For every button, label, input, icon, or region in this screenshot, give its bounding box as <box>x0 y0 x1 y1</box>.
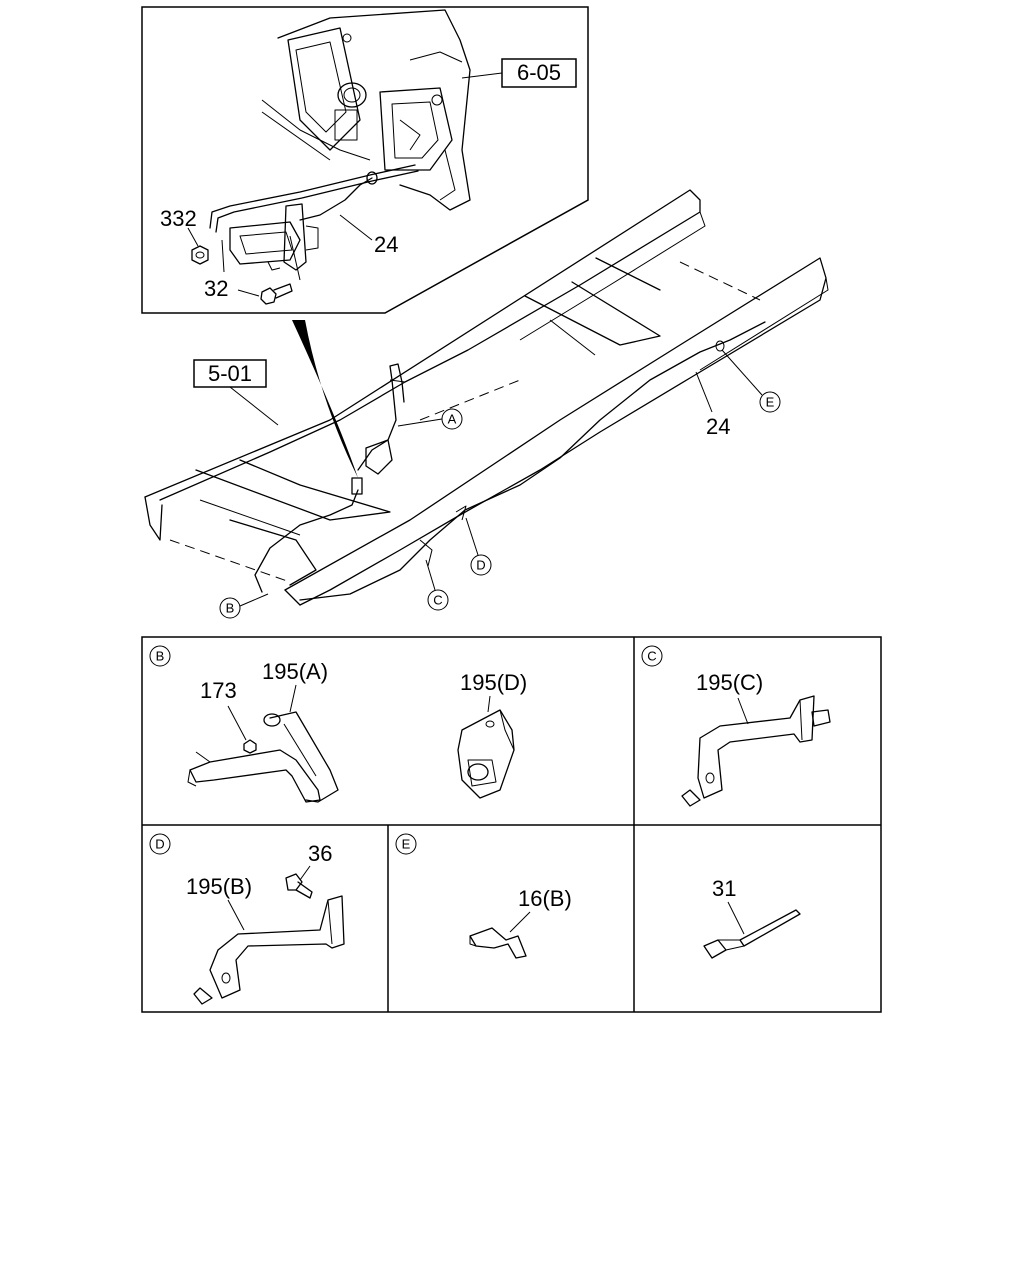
inset-part-24-label: 24 <box>374 232 398 257</box>
part-36-label: 36 <box>308 841 332 866</box>
callout-e-circle <box>759 391 781 413</box>
detail-e-tag: E <box>402 837 411 852</box>
ref-6-05-callout: 6-05 <box>461 58 577 88</box>
callout-d-circle <box>470 554 492 576</box>
cab-panel-drawing <box>261 9 471 211</box>
inset-detail: 6-05 332 24 32 <box>141 6 589 314</box>
detail-grid <box>141 636 882 1013</box>
part-332-label: 332 <box>160 206 197 231</box>
ref-6-05-label: 6-05 <box>517 60 561 85</box>
bracket-195a-drawing <box>187 711 339 803</box>
callout-b-label: B <box>226 601 235 616</box>
inset-cable-bracket <box>209 164 419 281</box>
inset-pointer <box>292 320 358 478</box>
part-32-label: 32 <box>204 276 228 301</box>
part-173-label: 173 <box>200 678 237 703</box>
callout-a-label: A <box>448 412 457 427</box>
detail-misc-panel: 31 <box>703 876 801 959</box>
nut-332-drawing <box>187 227 209 265</box>
detail-d-tag: D <box>155 837 164 852</box>
part-195b-label: 195(B) <box>186 874 252 899</box>
ref-5-01-label: 5-01 <box>208 361 252 386</box>
chassis-frame-drawing <box>144 189 829 606</box>
callout-c-label: C <box>433 593 442 608</box>
callout-e-label: E <box>766 395 775 410</box>
callout-b-circle <box>219 597 241 619</box>
detail-b-tag: B <box>156 649 165 664</box>
inset-frame <box>141 6 589 314</box>
detail-d-panel: D 36 195(B) <box>149 833 345 1005</box>
part-16b-label: 16(B) <box>518 886 572 911</box>
part-195a-label: 195(A) <box>262 659 328 684</box>
bracket-195b-drawing <box>193 873 345 1005</box>
ref-5-01-callout: 5-01 <box>193 359 279 426</box>
main-callouts: A B C D E 24 <box>219 349 781 619</box>
main-part-24-label: 24 <box>706 414 730 439</box>
detail-c-panel: C 195(C) <box>641 645 831 807</box>
detail-e-panel: E 16(B) <box>395 833 572 959</box>
detail-b-panel: B 195(A) 173 195(D) <box>149 645 527 803</box>
part-31-label: 31 <box>712 876 736 901</box>
callout-c-circle <box>427 589 449 611</box>
cable-tie-31-drawing <box>703 909 801 959</box>
part-195c-label: 195(C) <box>696 670 763 695</box>
detail-c-tag: C <box>647 649 656 664</box>
bracket-195c-drawing <box>681 695 831 807</box>
clip-16b-drawing <box>469 927 527 959</box>
part-195d-label: 195(D) <box>460 670 527 695</box>
bracket-195d-drawing <box>457 709 515 799</box>
callout-d-label: D <box>476 558 485 573</box>
callout-a-circle <box>441 408 463 430</box>
bolt-32-drawing <box>237 283 293 305</box>
